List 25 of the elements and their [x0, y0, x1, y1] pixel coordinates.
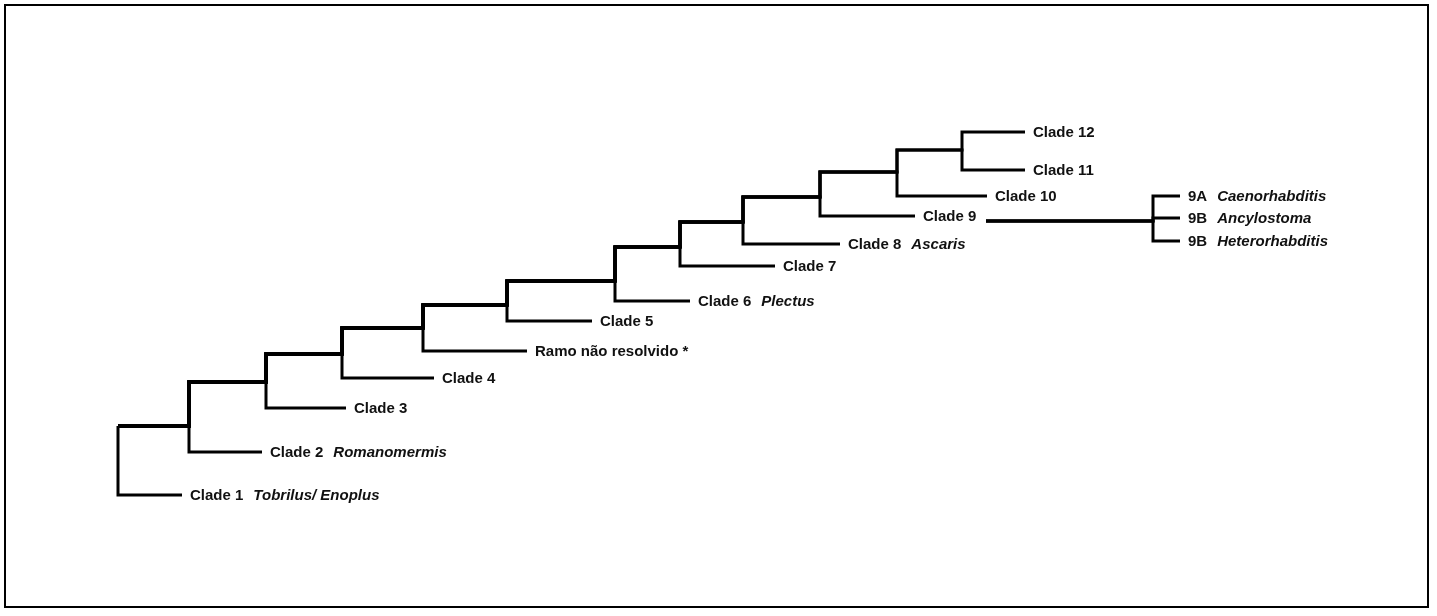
- clade-label: Clade 12: [1025, 122, 1099, 142]
- tree-branch: [116, 426, 182, 497]
- tree-branch: [986, 219, 1180, 243]
- clade-label: Clade 6: [698, 291, 752, 311]
- clade-label: 9B: [1188, 231, 1208, 251]
- genus-name: Ascaris: [911, 234, 966, 254]
- clade-label: Clade 7: [775, 256, 841, 276]
- genus-name: Caenorhabditis: [1217, 186, 1327, 206]
- clade-label: Clade 4: [434, 368, 500, 388]
- genus-name: Ancylostoma: [1217, 208, 1312, 228]
- clade-label: Ramo não resolvido *: [527, 341, 693, 361]
- clade-label: Clade 5: [592, 311, 658, 331]
- clade-label: 9A: [1188, 186, 1208, 206]
- clade-label: Clade 10: [987, 186, 1061, 206]
- clade-label: Clade 9: [915, 206, 981, 226]
- clade-label: Clade 2: [270, 442, 324, 462]
- clade-label: Clade 8: [848, 234, 902, 254]
- genus-name: Plectus: [761, 291, 815, 311]
- clade-label: 9B: [1188, 208, 1208, 228]
- genus-name: Heterorhabditis: [1217, 231, 1329, 251]
- clade-label: Clade 1: [190, 485, 244, 505]
- genus-name: Romanomermis: [333, 442, 447, 462]
- genus-name: Tobrilus/ Enoplus: [253, 485, 380, 505]
- clade-label: Clade 3: [346, 398, 412, 418]
- clade-label: Clade 11: [1025, 160, 1098, 180]
